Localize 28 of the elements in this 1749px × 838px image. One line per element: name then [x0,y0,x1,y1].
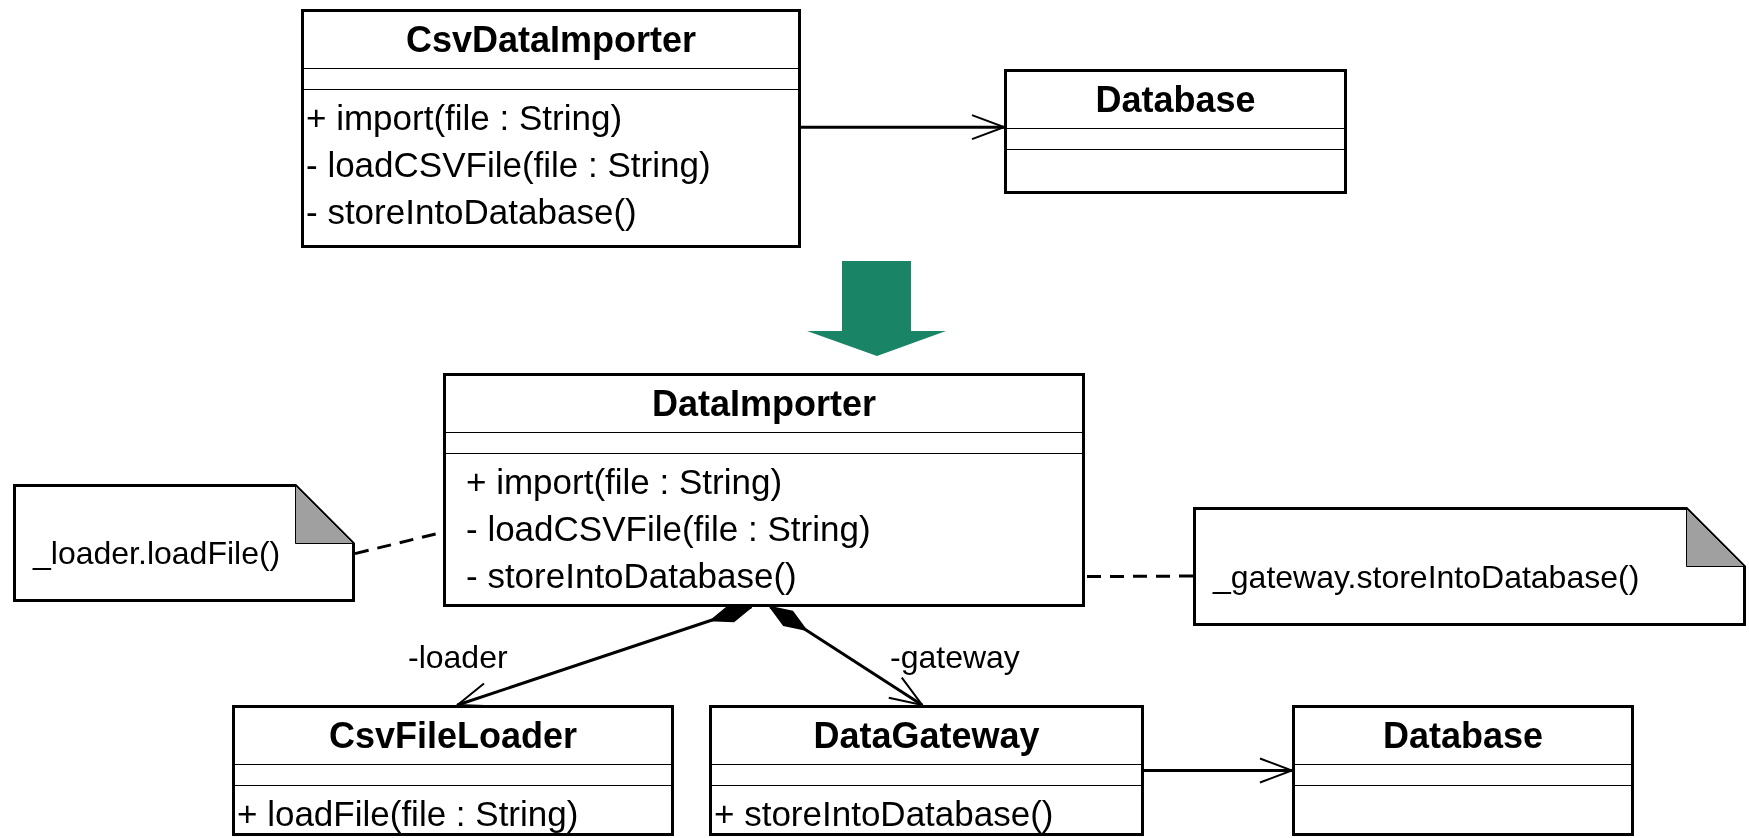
method-text: + import(file : String) [305,97,624,139]
class-box [709,705,1144,836]
association-arrow [801,114,1005,141]
class-name: DataGateway [812,714,1041,758]
association-arrow [1144,757,1293,784]
class-name: Database [1381,714,1545,758]
class-box [232,705,674,836]
class-name: CsvFileLoader [327,714,579,758]
note-box [13,484,355,602]
method-text: - storeIntoDatabase() [305,191,638,233]
note-text: _loader.loadFile() [33,535,281,572]
method-text: + loadFile(file : String) [236,793,580,835]
class-box [1004,69,1347,194]
method-text: - storeIntoDatabase() [465,555,798,597]
class-box [443,373,1085,607]
composition-arrow [769,605,924,707]
note-link [1085,574,1193,579]
method-text: + storeIntoDatabase() [713,793,1055,835]
class-name: CsvDataImporter [404,18,698,62]
method-text: + import(file : String) [465,461,784,503]
method-text: - loadCSVFile(file : String) [305,144,712,186]
class-box [301,9,801,248]
note-text: _gateway.storeIntoDatabase() [1213,558,1640,596]
class-name: Database [1094,78,1257,122]
class-name: DataImporter [650,382,878,426]
note-box [1193,507,1746,626]
method-text: - loadCSVFile(file : String) [465,508,872,550]
class-box [1292,705,1634,836]
